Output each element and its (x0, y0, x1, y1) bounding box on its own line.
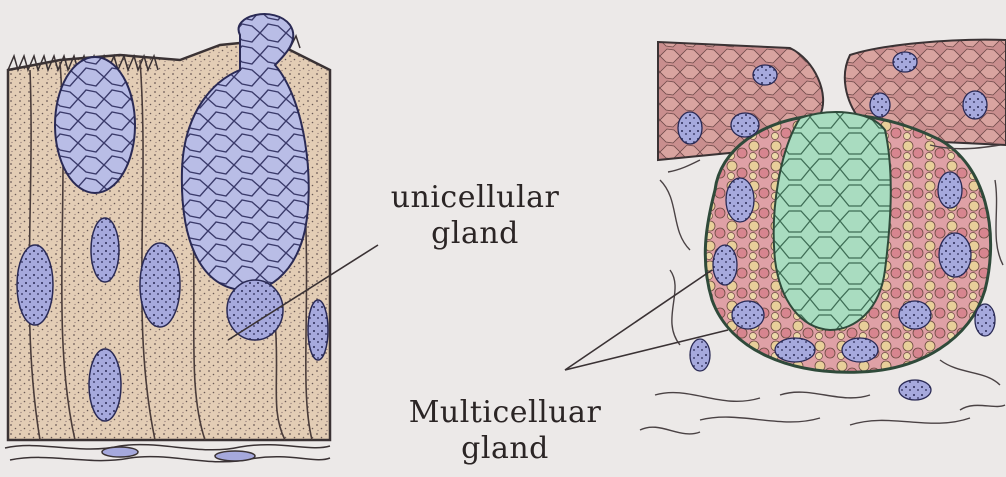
basal-connective-tissue (5, 445, 330, 462)
goblet-cell-left (55, 57, 135, 193)
multicellular-label-line1: Multicelluar (385, 395, 625, 431)
multicellular-gland-label: Multicelluar gland (385, 395, 625, 467)
multicellular-gland-illustration (640, 40, 1006, 434)
unicellular-label-line2: gland (360, 216, 590, 252)
multicellular-label-line2: gland (385, 431, 625, 467)
gland-lumen (774, 112, 891, 330)
unicellular-gland-label: unicellular gland (360, 180, 590, 252)
unicellular-label-line1: unicellular (360, 180, 590, 216)
unicellular-gland-illustration (5, 14, 330, 462)
